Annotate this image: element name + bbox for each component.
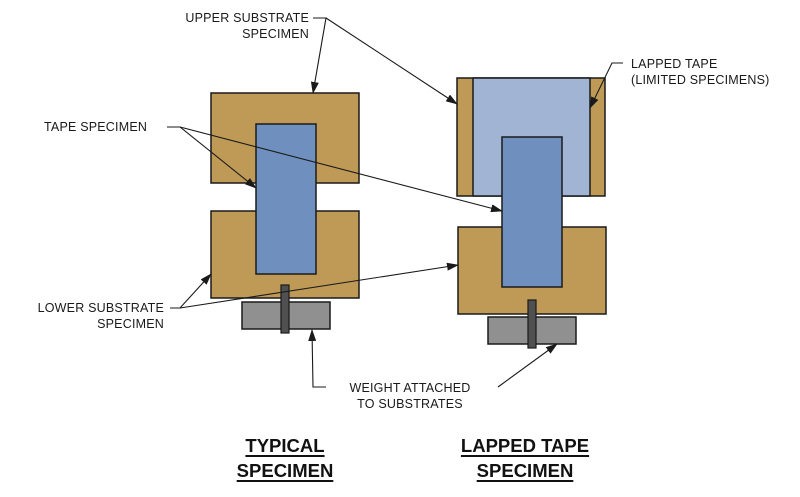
- lower-substrate-label: LOWER SUBSTRATE SPECIMEN: [0, 300, 164, 332]
- leader-lines: [167, 17, 623, 388]
- leader-lower-substrate-typical: [170, 273, 212, 309]
- leader-weight-lapped: [497, 343, 558, 388]
- leader-lapped-tape: [589, 62, 623, 109]
- typical-specimen-title: TYPICAL SPECIMEN: [190, 433, 380, 483]
- typical-tape-specimen: [255, 123, 317, 275]
- lapped-specimen: [456, 77, 607, 349]
- typical-title-line2: SPECIMEN: [236, 460, 334, 481]
- lapped-tape-label-line2: (LIMITED SPECIMENS): [631, 73, 770, 87]
- tape-specimen-label-line1: TAPE SPECIMEN: [44, 120, 148, 134]
- typical-specimen: [210, 92, 360, 334]
- leader-weight-typical: [308, 329, 326, 388]
- lower-substrate-label-line2: SPECIMEN: [97, 317, 164, 331]
- lapped-tape-specimen: [501, 136, 563, 288]
- weight-label: WEIGHT ATTACHED TO SUBSTRATES: [320, 380, 500, 412]
- upper-substrate-label-line2: SPECIMEN: [242, 27, 309, 41]
- lapped-specimen-title: LAPPED TAPE SPECIMEN: [430, 433, 620, 483]
- weight-label-line2: TO SUBSTRATES: [357, 397, 463, 411]
- leader-upper-substrate-lapped: [325, 17, 458, 105]
- upper-substrate-label: UPPER SUBSTRATE SPECIMEN: [147, 10, 309, 42]
- lower-substrate-label-line1: LOWER SUBSTRATE: [37, 301, 164, 315]
- lapped-weight-rod: [527, 299, 537, 349]
- lapped-title-line1: LAPPED TAPE: [460, 435, 590, 456]
- lapped-title-line2: SPECIMEN: [476, 460, 574, 481]
- leader-tape-specimen-lapped: [179, 126, 503, 213]
- tape-specimen-label: TAPE SPECIMEN: [44, 119, 147, 135]
- weight-label-line1: WEIGHT ATTACHED: [349, 381, 471, 395]
- typical-title-line1: TYPICAL: [245, 435, 325, 456]
- lapped-tape-label-line1: LAPPED TAPE: [631, 57, 718, 71]
- leader-upper-substrate-typical: [310, 17, 327, 94]
- typical-weight-rod: [280, 284, 290, 334]
- leader-lower-substrate-lapped: [179, 262, 459, 309]
- upper-substrate-label-line1: UPPER SUBSTRATE: [185, 11, 309, 25]
- lapped-tape-label: LAPPED TAPE (LIMITED SPECIMENS): [631, 56, 770, 88]
